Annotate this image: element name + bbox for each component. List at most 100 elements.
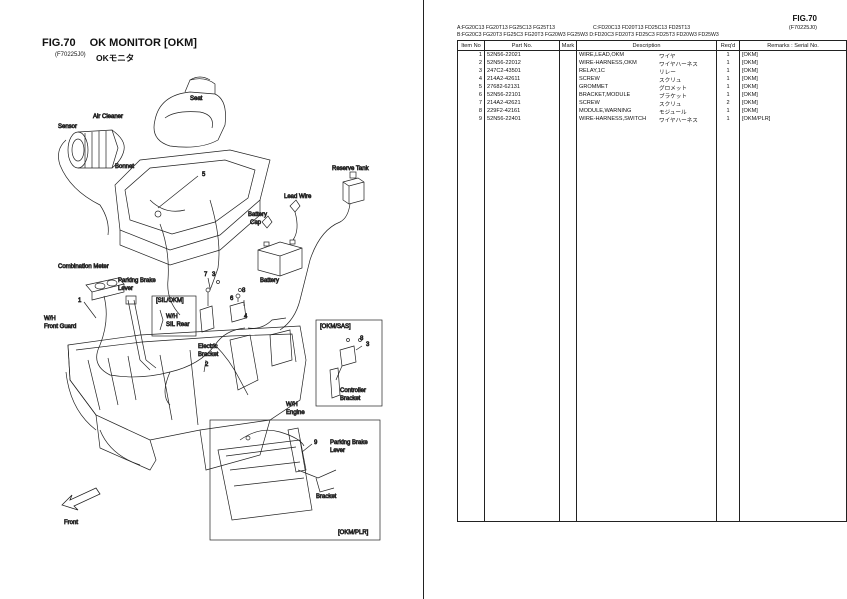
part-no-cell: 52N56-22012 — [484, 59, 560, 67]
battery-drawing — [257, 199, 303, 277]
quantity-cell: 1 — [716, 115, 740, 123]
quantity-cell: 1 — [716, 91, 740, 99]
models-b-d: B:FG20C3 FG20T3 FG25C3 FG20T3 FG20W3 FG2… — [457, 32, 719, 38]
remarks-cell: [OKM] — [739, 91, 847, 99]
callout-6a: 6 — [230, 296, 234, 302]
remarks-cell: [OKM] — [739, 50, 847, 59]
chassis-frame-drawing — [65, 325, 307, 471]
models-a: A:FG20C13 FG20T13 FG25C13 FG25T13 — [457, 25, 556, 31]
description-cell: SCREW スクリュ — [576, 75, 717, 84]
electric-bracket-drawing — [199, 280, 247, 333]
label-parking-brake-lever2-2: Lever — [330, 448, 345, 454]
callout-1: 1 — [78, 298, 82, 304]
header-reqd: Req'd — [716, 40, 740, 51]
parts-table-header: Item No Part No. Mark Description Req'd … — [457, 40, 847, 51]
part-no-cell: 52N56-22021 — [484, 50, 560, 59]
label-reserve-tank: Reserve Tank — [332, 166, 370, 172]
label-wh-engine-1: W/H — [286, 402, 298, 408]
figure-number-right: FIG.70 — [792, 14, 817, 23]
label-air-cleaner: Air Cleaner — [93, 114, 123, 120]
label-battery-cap-2: Cap — [250, 220, 262, 226]
item-no-cell: 7 — [457, 99, 485, 107]
callout-4a: 4 — [244, 314, 248, 320]
callout-8b: 8 — [360, 336, 364, 342]
models-c: C:FD20C13 FD20T13 FD25C13 FD25T13 — [593, 25, 691, 31]
remarks-cell: [OKM] — [739, 107, 847, 115]
okm-sas-box — [315, 319, 383, 407]
description-text: SCREW — [579, 76, 600, 82]
empty-cell — [716, 123, 740, 522]
quantity-cell: 1 — [716, 67, 740, 75]
label-sensor: Sensor — [58, 124, 77, 130]
model-applicability: A:FG20C13 FG20T13 FG25C13 FG25T13 C:FD20C… — [457, 25, 719, 39]
page-divider — [423, 0, 424, 599]
item-no-cell: 3 — [457, 67, 485, 75]
parts-table: Item No Part No. Mark Description Req'd … — [457, 40, 847, 522]
mark-cell — [559, 107, 577, 115]
description-text: WIRE-HARNESS,OKM — [579, 60, 637, 66]
figure-title-japanese: OKモニタ — [96, 53, 135, 63]
quantity-cell: 1 — [716, 59, 740, 67]
remarks-cell: [OKM] — [739, 99, 847, 107]
callout-7a: 7 — [204, 272, 208, 278]
part-no-cell: 52N56-22101 — [484, 91, 560, 99]
label-bonnet: Bonnet — [115, 164, 134, 170]
label-controller-bracket-2: Bracket — [340, 396, 361, 402]
item-no-cell: 2 — [457, 59, 485, 67]
quantity-cell: 1 — [716, 107, 740, 115]
part-no-cell: 247C2-43501 — [484, 67, 560, 75]
description-japanese: ワイヤハーネス — [659, 62, 698, 68]
empty-cell — [457, 123, 485, 522]
parking-brake-lever-drawing — [125, 295, 157, 371]
mark-cell — [559, 67, 577, 75]
reserve-tank-drawing — [279, 171, 365, 331]
callout-3b: 3 — [366, 342, 370, 348]
callout-9: 9 — [314, 440, 318, 446]
empty-cell — [484, 123, 560, 522]
mark-cell — [559, 99, 577, 107]
empty-cell — [559, 123, 577, 522]
label-lead-wire: Lead Wire — [284, 194, 312, 200]
description-text: RELAY,1C — [579, 68, 605, 74]
description-cell: WIRE-HARNESS,OKM ワイヤハーネス — [576, 59, 717, 68]
label-parking-brake-lever2-1: Parking Brake — [330, 440, 368, 446]
mark-cell — [559, 75, 577, 83]
quantity-cell: 2 — [716, 99, 740, 107]
label-okm-sas: [OKM/SAS] — [320, 324, 351, 330]
callout-leaders — [83, 175, 363, 453]
figure-code: (F70225J0) — [55, 52, 86, 58]
exploded-parts-diagram: 5 1 2 3 7 8 6 4 8 3 9 Seat Air Cleaner S… — [44, 76, 383, 541]
combination-meter-drawing — [85, 277, 125, 301]
empty-cell — [576, 123, 717, 522]
label-electric-bracket-1: Electric — [198, 344, 218, 350]
remarks-cell: [OKM] — [739, 83, 847, 91]
quantity-cell: 1 — [716, 83, 740, 91]
label-wh-front-guard-2: Front Guard — [44, 324, 76, 330]
label-front: Front — [64, 520, 78, 526]
figure-name: OK MONITOR [OKM] — [89, 37, 197, 49]
remarks-cell: [OKM] — [739, 67, 847, 75]
label-bracket: Bracket — [316, 494, 337, 500]
sil-okm-box — [151, 295, 197, 337]
callout-8a: 8 — [242, 288, 246, 294]
description-text: SCREW — [579, 100, 600, 106]
label-parking-brake-lever-1: Parking Brake — [118, 278, 156, 284]
okm-plr-box — [209, 419, 381, 541]
description-text: WIRE,LEAD,OKM — [579, 52, 625, 58]
mark-cell — [559, 115, 577, 123]
air-cleaner-drawing — [58, 129, 125, 236]
right-page-parts-list: FIG.70 (F70225J0) A:FG20C13 FG20T13 FG25… — [424, 0, 847, 599]
empty-cell — [739, 123, 847, 522]
label-electric-bracket-2: Bracket — [198, 352, 219, 358]
description-japanese: スクリュ — [659, 78, 682, 84]
description-japanese: ワイヤハーネス — [659, 118, 698, 124]
